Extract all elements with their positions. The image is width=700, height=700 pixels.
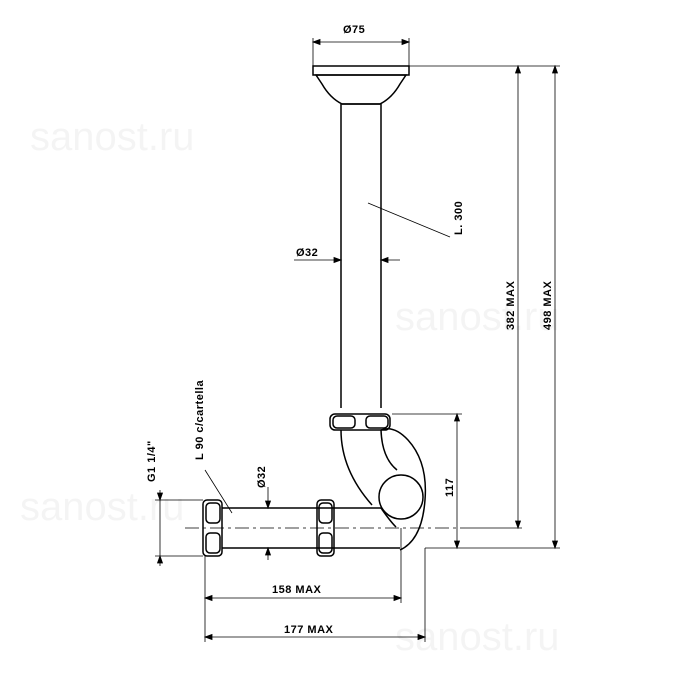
dim-thread: [155, 490, 203, 566]
dim-top-diameter: [311, 38, 411, 66]
watermark-1: sanost.ru: [30, 115, 195, 159]
dim-158: [203, 528, 403, 642]
label-top-diameter: Ø75: [343, 24, 365, 36]
label-width-158: 158 MAX: [272, 584, 322, 596]
label-tube-length: L. 300: [453, 201, 465, 235]
vertical-tube: [340, 104, 382, 408]
dim-498: [409, 64, 560, 550]
label-width-177: 177 MAX: [284, 624, 334, 636]
label-thread: G1 1/4": [146, 440, 158, 482]
watermark-2: sanost.ru: [395, 295, 560, 339]
label-height-117: 117: [444, 478, 456, 497]
dim-177: [203, 548, 427, 642]
label-side-length: L 90 c/cartella: [194, 380, 206, 460]
label-height-498: 498 MAX: [542, 280, 554, 330]
label-side-diameter: Ø32: [256, 466, 268, 488]
top-flange: [312, 65, 410, 105]
watermark-3: sanost.ru: [20, 485, 185, 529]
watermark-group: sanost.ru sanost.ru sanost.ru sanost.ru: [20, 115, 560, 659]
dimension-labels: Ø75 Ø32 L. 300 382 MAX 498 MAX 117 G1 1/…: [146, 24, 554, 636]
dim-382: [465, 64, 522, 530]
label-tube-diameter: Ø32: [296, 247, 318, 259]
dim-117: [392, 412, 462, 550]
dim-tube-diameter: [294, 256, 400, 264]
label-height-382: 382 MAX: [505, 280, 517, 330]
dim-side-length-leader: [204, 469, 233, 514]
trap-bend: [340, 428, 427, 551]
upper-nut: [329, 413, 391, 431]
horizontal-tube: [222, 507, 400, 549]
dim-side-diameter: [264, 487, 272, 560]
dim-tube-length-leader: [367, 202, 451, 238]
